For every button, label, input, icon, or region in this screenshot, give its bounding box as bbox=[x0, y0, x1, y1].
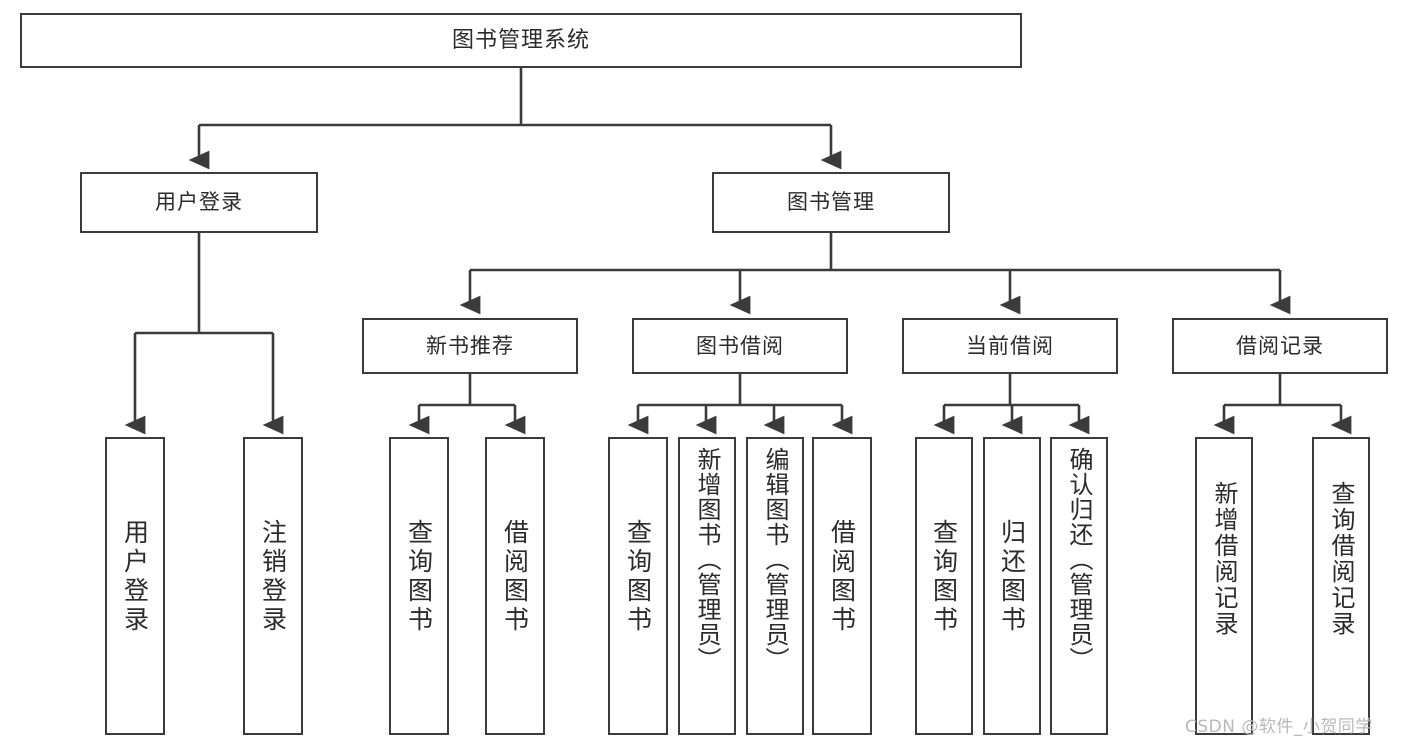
node-label: 当前借阅 bbox=[966, 333, 1054, 358]
leaf-return-book[interactable]: 归还图书 bbox=[983, 437, 1041, 735]
leaf-add-borrow-record[interactable]: 新增借阅记录 bbox=[1195, 437, 1253, 735]
csdn-watermark: CSDN @软件_小贺同学 bbox=[1185, 717, 1373, 737]
node-label: 新书推荐 bbox=[426, 333, 514, 358]
leaf-edit-book-admin[interactable]: 编辑图书（管理员） bbox=[746, 437, 804, 735]
node-label: 图书管理系统 bbox=[451, 27, 590, 53]
node-label: 归还图书 bbox=[997, 519, 1027, 635]
node-label: 查询图书 bbox=[623, 519, 653, 635]
node-label: 查询借阅记录 bbox=[1327, 481, 1355, 637]
node-label: 图书借阅 bbox=[696, 333, 784, 358]
leaf-query-book-current[interactable]: 查询图书 bbox=[915, 437, 973, 735]
leaf-add-book-admin[interactable]: 新增图书（管理员） bbox=[678, 437, 736, 735]
node-label: 借阅图书 bbox=[827, 519, 857, 635]
node-label: 用户登录 bbox=[155, 190, 243, 215]
leaf-borrow-book-borrow[interactable]: 借阅图书 bbox=[812, 437, 872, 735]
node-label: 查询图书 bbox=[404, 519, 434, 635]
node-root-book-management-system[interactable]: 图书管理系统 bbox=[20, 13, 1022, 68]
node-label: 用户登录 bbox=[120, 519, 150, 635]
node-label: 新增借阅记录 bbox=[1210, 481, 1238, 637]
node-current-borrow[interactable]: 当前借阅 bbox=[902, 318, 1118, 374]
node-new-book-recommend[interactable]: 新书推荐 bbox=[362, 318, 578, 374]
node-book-management[interactable]: 图书管理 bbox=[712, 172, 950, 233]
leaf-query-borrow-record[interactable]: 查询借阅记录 bbox=[1312, 437, 1370, 735]
node-label: 借阅记录 bbox=[1236, 333, 1324, 358]
leaf-logout-login[interactable]: 注销登录 bbox=[243, 437, 303, 735]
node-borrow-record[interactable]: 借阅记录 bbox=[1172, 318, 1388, 374]
node-label: 编辑图书（管理员） bbox=[761, 447, 789, 672]
node-label: 查询图书 bbox=[929, 519, 959, 635]
leaf-user-login[interactable]: 用户登录 bbox=[105, 437, 165, 735]
leaf-confirm-return-admin[interactable]: 确认归还（管理员） bbox=[1050, 437, 1108, 735]
leaf-borrow-book-new-recommend[interactable]: 借阅图书 bbox=[485, 437, 545, 735]
node-label: 注销登录 bbox=[258, 519, 288, 635]
leaf-query-book-new-recommend[interactable]: 查询图书 bbox=[389, 437, 449, 735]
node-label: 确认归还（管理员） bbox=[1065, 447, 1093, 672]
leaf-query-book-borrow[interactable]: 查询图书 bbox=[608, 437, 668, 735]
node-label: 新增图书（管理员） bbox=[693, 447, 721, 672]
node-user-login[interactable]: 用户登录 bbox=[80, 172, 318, 233]
node-label: 借阅图书 bbox=[500, 519, 530, 635]
node-label: 图书管理 bbox=[787, 190, 875, 215]
node-book-borrow[interactable]: 图书借阅 bbox=[632, 318, 848, 374]
